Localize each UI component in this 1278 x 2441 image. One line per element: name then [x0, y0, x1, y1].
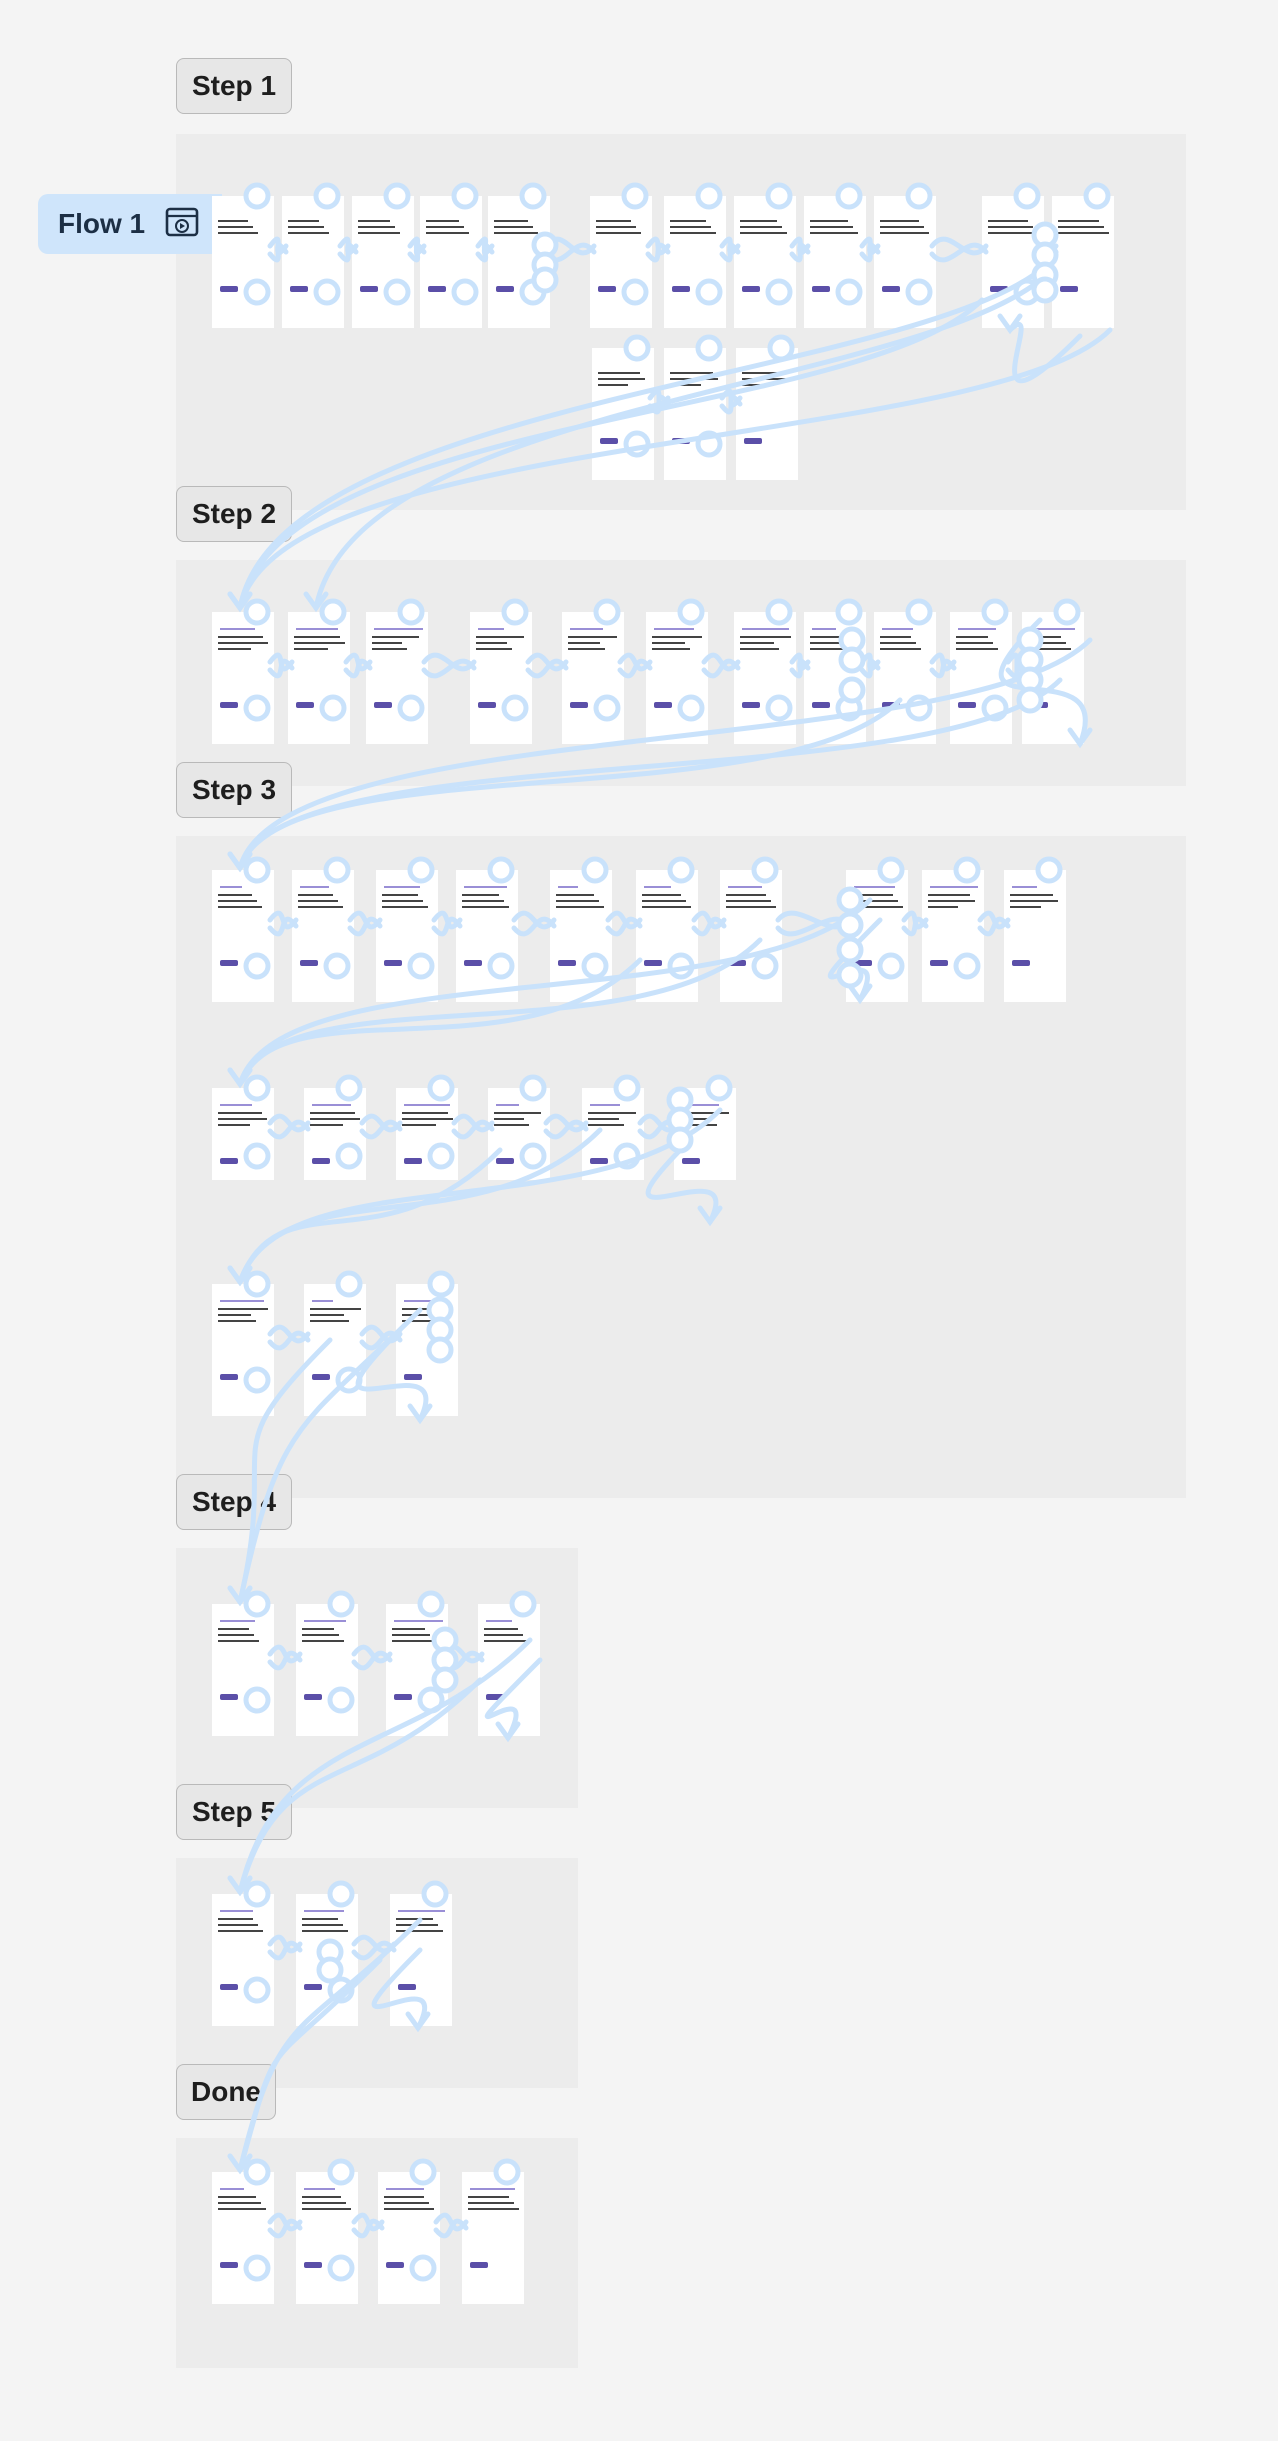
done-label[interactable]: Done	[176, 2064, 276, 2120]
screen-thumbnail[interactable]	[922, 870, 984, 1002]
screen-thumbnail[interactable]	[386, 1604, 448, 1736]
screen-thumbnail[interactable]	[212, 870, 274, 1002]
screen-thumbnail[interactable]	[212, 1284, 274, 1416]
step-4-label[interactable]: Step 4	[176, 1474, 292, 1530]
screen-thumbnail[interactable]	[212, 1604, 274, 1736]
screen-thumbnail[interactable]	[390, 1894, 452, 2026]
screen-thumbnail[interactable]	[396, 1088, 458, 1180]
screen-thumbnail[interactable]	[674, 1088, 736, 1180]
screen-thumbnail[interactable]	[590, 196, 652, 328]
screen-thumbnail[interactable]	[296, 2172, 358, 2304]
screen-thumbnail[interactable]	[212, 1088, 274, 1180]
screen-thumbnail[interactable]	[1052, 196, 1114, 328]
screen-thumbnail[interactable]	[292, 870, 354, 1002]
screen-thumbnail[interactable]	[804, 612, 866, 744]
screen-thumbnail[interactable]	[562, 612, 624, 744]
screen-thumbnail[interactable]	[470, 612, 532, 744]
screen-thumbnail[interactable]	[352, 196, 414, 328]
screen-thumbnail[interactable]	[982, 196, 1044, 328]
screen-thumbnail[interactable]	[296, 1894, 358, 2026]
screen-thumbnail[interactable]	[1022, 612, 1084, 744]
screen-thumbnail[interactable]	[582, 1088, 644, 1180]
screen-thumbnail[interactable]	[212, 2172, 274, 2304]
step-3-label[interactable]: Step 3	[176, 762, 292, 818]
screen-thumbnail[interactable]	[646, 612, 708, 744]
screen-thumbnail[interactable]	[664, 348, 726, 480]
screen-thumbnail[interactable]	[462, 2172, 524, 2304]
step-1-label[interactable]: Step 1	[176, 58, 292, 114]
screen-thumbnail[interactable]	[734, 612, 796, 744]
screen-thumbnail[interactable]	[376, 870, 438, 1002]
screen-thumbnail[interactable]	[550, 870, 612, 1002]
screen-thumbnail[interactable]	[366, 612, 428, 744]
screen-thumbnail[interactable]	[282, 196, 344, 328]
screen-thumbnail[interactable]	[304, 1284, 366, 1416]
screen-thumbnail[interactable]	[296, 1604, 358, 1736]
screen-thumbnail[interactable]	[736, 348, 798, 480]
screen-thumbnail[interactable]	[664, 196, 726, 328]
screen-thumbnail[interactable]	[212, 612, 274, 744]
screen-thumbnail[interactable]	[846, 870, 908, 1002]
screen-thumbnail[interactable]	[636, 870, 698, 1002]
flow-label: Flow 1	[58, 208, 145, 240]
screen-thumbnail[interactable]	[720, 870, 782, 1002]
step-5-label[interactable]: Step 5	[176, 1784, 292, 1840]
screen-thumbnail[interactable]	[488, 196, 550, 328]
screen-thumbnail[interactable]	[478, 1604, 540, 1736]
screen-thumbnail[interactable]	[420, 196, 482, 328]
screen-thumbnail[interactable]	[212, 196, 274, 328]
screen-thumbnail[interactable]	[874, 196, 936, 328]
flow-play-icon[interactable]	[165, 205, 199, 239]
screen-thumbnail[interactable]	[456, 870, 518, 1002]
screen-thumbnail[interactable]	[396, 1284, 458, 1416]
screen-thumbnail[interactable]	[874, 612, 936, 744]
screen-thumbnail[interactable]	[304, 1088, 366, 1180]
screen-thumbnail[interactable]	[288, 612, 350, 744]
screen-thumbnail[interactable]	[378, 2172, 440, 2304]
screen-thumbnail[interactable]	[592, 348, 654, 480]
screen-thumbnail[interactable]	[734, 196, 796, 328]
step-2-label[interactable]: Step 2	[176, 486, 292, 542]
screen-thumbnail[interactable]	[950, 612, 1012, 744]
screen-thumbnail[interactable]	[212, 1894, 274, 2026]
screen-thumbnail[interactable]	[804, 196, 866, 328]
screen-thumbnail[interactable]	[488, 1088, 550, 1180]
screen-thumbnail[interactable]	[1004, 870, 1066, 1002]
